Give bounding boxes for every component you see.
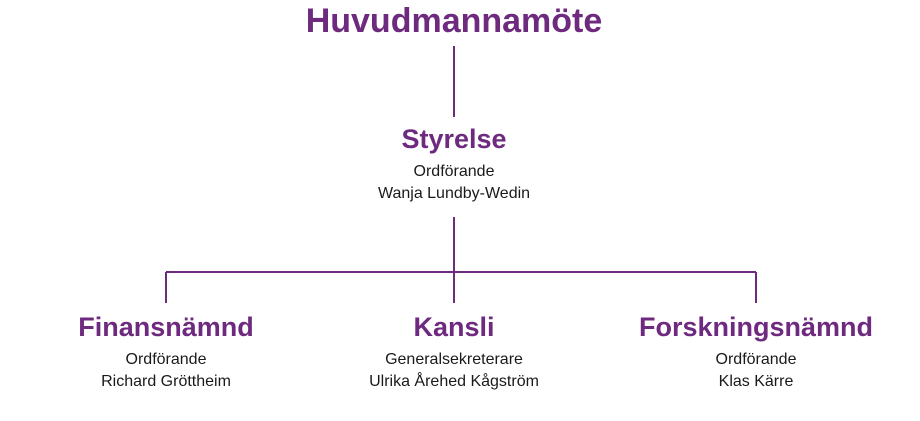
node-person: Richard Gröttheim — [101, 373, 231, 391]
node-person: Ulrika Årehed Kågström — [369, 373, 539, 391]
node-role: Ordförande — [413, 163, 495, 181]
node-person: Wanja Lundby-Wedin — [377, 185, 531, 203]
node-styrelse: Styrelse Ordförande Wanja Lundby-Wedin — [378, 124, 530, 205]
node-finansnamnd: Finansnämnd Ordförande Richard Gröttheim — [78, 312, 254, 393]
node-role: Ordförande — [715, 351, 797, 369]
node-person: Klas Kärre — [718, 373, 794, 391]
node-title: Kansli — [413, 312, 495, 342]
node-title: Styrelse — [401, 124, 507, 154]
node-title: Huvudmannamöte — [305, 2, 603, 40]
node-role: Ordförande — [125, 351, 207, 369]
node-title: Finansnämnd — [78, 312, 254, 342]
node-title: Forskningsnämnd — [638, 312, 874, 342]
node-forskningsnamnd: Forskningsnämnd Ordförande Klas Kärre — [639, 312, 873, 393]
node-kansli: Kansli Generalsekreterare Ulrika Årehed … — [369, 312, 539, 393]
node-role: Generalsekreterare — [385, 351, 523, 369]
node-huvudmannamote: Huvudmannamöte — [306, 2, 603, 41]
